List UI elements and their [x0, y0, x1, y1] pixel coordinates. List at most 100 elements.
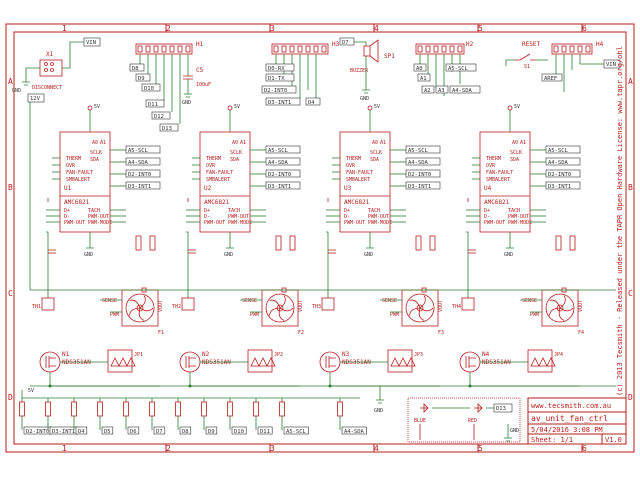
svg-text:N4: N4 — [482, 351, 490, 358]
thermistor-th1 — [41, 297, 55, 311]
inner-border — [13, 31, 627, 445]
svg-text:JP1: JP1 — [134, 352, 143, 358]
mosfet-n4 — [459, 351, 481, 373]
ic-net-a4sda: A4-SDA — [268, 160, 289, 166]
ic-net-a5scl: A5-SCL — [408, 148, 429, 154]
fan-channels: U1AMC6821THERMOVRFAN-FAULTSMBALERTSCLKSD… — [30, 104, 616, 388]
ic-pin-a1: A1 — [100, 140, 106, 146]
svg-text:RESET: RESET — [522, 41, 540, 48]
zone-row-A-left: A — [8, 77, 13, 86]
ic-net-a4sda: A4-SDA — [128, 160, 149, 166]
thermistor-th3 — [321, 297, 335, 311]
status-leds: BLUE RED GND — [407, 397, 521, 443]
channel-4: U4AMC6821THERMOVRFAN-FAULTSMBALERTSCLKSD… — [452, 104, 584, 388]
d13-label: D13 — [159, 123, 179, 132]
v5-bottom-label: 5V — [21, 388, 34, 398]
ic-u3 — [339, 131, 391, 233]
zone-row-C-right: C — [628, 289, 633, 298]
svg-text:D10: D10 — [144, 86, 154, 92]
svg-text:5V: 5V — [28, 388, 34, 394]
zone-row-B-left: B — [8, 183, 13, 192]
ic-pin-sda: SDA — [370, 157, 379, 163]
svg-text:TH4: TH4 — [452, 304, 461, 310]
fan-pin-sense: SENSE — [102, 298, 117, 304]
ic-lower-right-pin: PWM-MODE — [508, 220, 532, 226]
svg-text:N1: N1 — [62, 351, 70, 358]
svg-text:NDS351AN: NDS351AN — [202, 359, 231, 366]
fan-pin-pwm: PWM — [530, 312, 539, 318]
red-led-label: RED — [468, 418, 477, 424]
ic-part: AMC6821 — [64, 199, 90, 206]
svg-text:GND: GND — [360, 96, 369, 102]
ic-pin-fan-fault: FAN-FAULT — [346, 170, 373, 176]
pullup-net-label: D3-INT1 — [52, 429, 75, 435]
ic-pin-ovr: OVR — [66, 163, 76, 169]
header-h4: H4 — [551, 41, 604, 92]
svg-text:A0: A0 — [416, 66, 423, 72]
zone-row-C-left: C — [8, 289, 13, 298]
svg-text:GND: GND — [510, 428, 519, 434]
d7-top-label: D7 — [339, 37, 355, 46]
zone-col-5-bot: 5 — [478, 444, 483, 453]
svg-text:JP3: JP3 — [414, 352, 423, 358]
pullup-resistor: D5 — [97, 398, 114, 435]
zone-col-3-top: 3 — [270, 24, 275, 33]
svg-text:A3: A3 — [438, 88, 445, 94]
d12-label: D12 — [151, 111, 171, 120]
ic-lower-right-pin: PWM-MODE — [88, 220, 112, 226]
ic-lower-left-pin: D- — [64, 214, 70, 220]
svg-text:H3: H3 — [332, 41, 340, 48]
fan-pin-pwm: PWM — [250, 312, 259, 318]
zone-col-1-top: 1 — [62, 24, 67, 33]
mosfet-n3 — [319, 351, 341, 373]
ic-lower-right-pin: PWM-MODE — [368, 220, 392, 226]
x1-ref: X1 — [46, 51, 54, 58]
svg-text:F2: F2 — [298, 330, 304, 336]
website-text: www.tecsmith.com.au — [531, 402, 611, 410]
ic-net-a5scl: A5-SCL — [548, 148, 569, 154]
svg-text:C5: C5 — [196, 67, 204, 74]
ic-pin-a1: A1 — [380, 140, 386, 146]
gnd-bottom-symbol: GND — [374, 386, 384, 414]
aref-label: AREF — [541, 73, 563, 82]
ic-part: AMC6821 — [484, 199, 510, 206]
ic-pin-fan-fault: FAN-FAULT — [486, 170, 513, 176]
vin-top-right-label: VIN — [603, 59, 621, 69]
channel-3: U3AMC6821THERMOVRFAN-FAULTSMBALERTSCLKSD… — [312, 104, 444, 388]
license-text: (c) 2013 Tecsmith · Released under the T… — [616, 46, 624, 396]
svg-text:GND: GND — [224, 252, 233, 258]
ic-lower-left-pin: PWM-OUT — [344, 220, 365, 226]
pullup-net-label: D7 — [156, 429, 163, 435]
disconnect-connector: X1 DISCONNECT — [25, 41, 84, 290]
zone-row-A-right: A — [628, 77, 633, 86]
svg-text:JP2: JP2 — [274, 352, 283, 358]
channel-1: U1AMC6821THERMOVRFAN-FAULTSMBALERTSCLKSD… — [32, 104, 164, 388]
d0rx-label: D0-RX — [265, 63, 295, 72]
v5-label: 5V — [514, 104, 520, 110]
ic-ref: U3 — [344, 185, 352, 192]
pullup-net-label: A5-SCL — [286, 429, 307, 435]
svg-text:N2: N2 — [202, 351, 210, 358]
pullup-net-label: A4-SDA — [344, 429, 365, 435]
svg-text:GND: GND — [182, 100, 191, 106]
ic-part: AMC6821 — [204, 199, 230, 206]
pullup-resistor: A4-SDA — [337, 398, 367, 435]
ic-pin-therm: THERM — [486, 156, 501, 162]
svg-text:D4: D4 — [308, 100, 315, 106]
ic-pin-therm: THERM — [206, 156, 221, 162]
fan-pin-vout: VOUT — [158, 300, 164, 312]
revision-text: V1.0 — [605, 436, 622, 444]
fan-pin-sense: SENSE — [242, 298, 257, 304]
svg-text:GND: GND — [12, 88, 21, 94]
ic-pin-a1: A1 — [240, 140, 246, 146]
pullup-resistor: D10 — [227, 398, 247, 435]
v12-net-label: 12V — [27, 93, 45, 103]
ic-net-d3int1: D3-INT1 — [548, 184, 571, 190]
svg-text:VIN: VIN — [606, 62, 616, 68]
thermistor-th4 — [461, 297, 475, 311]
ic-lower-left-pin: D+ — [64, 208, 70, 214]
pullup-net-label: D5 — [104, 429, 111, 435]
pullup-resistor: D9 — [201, 398, 218, 435]
